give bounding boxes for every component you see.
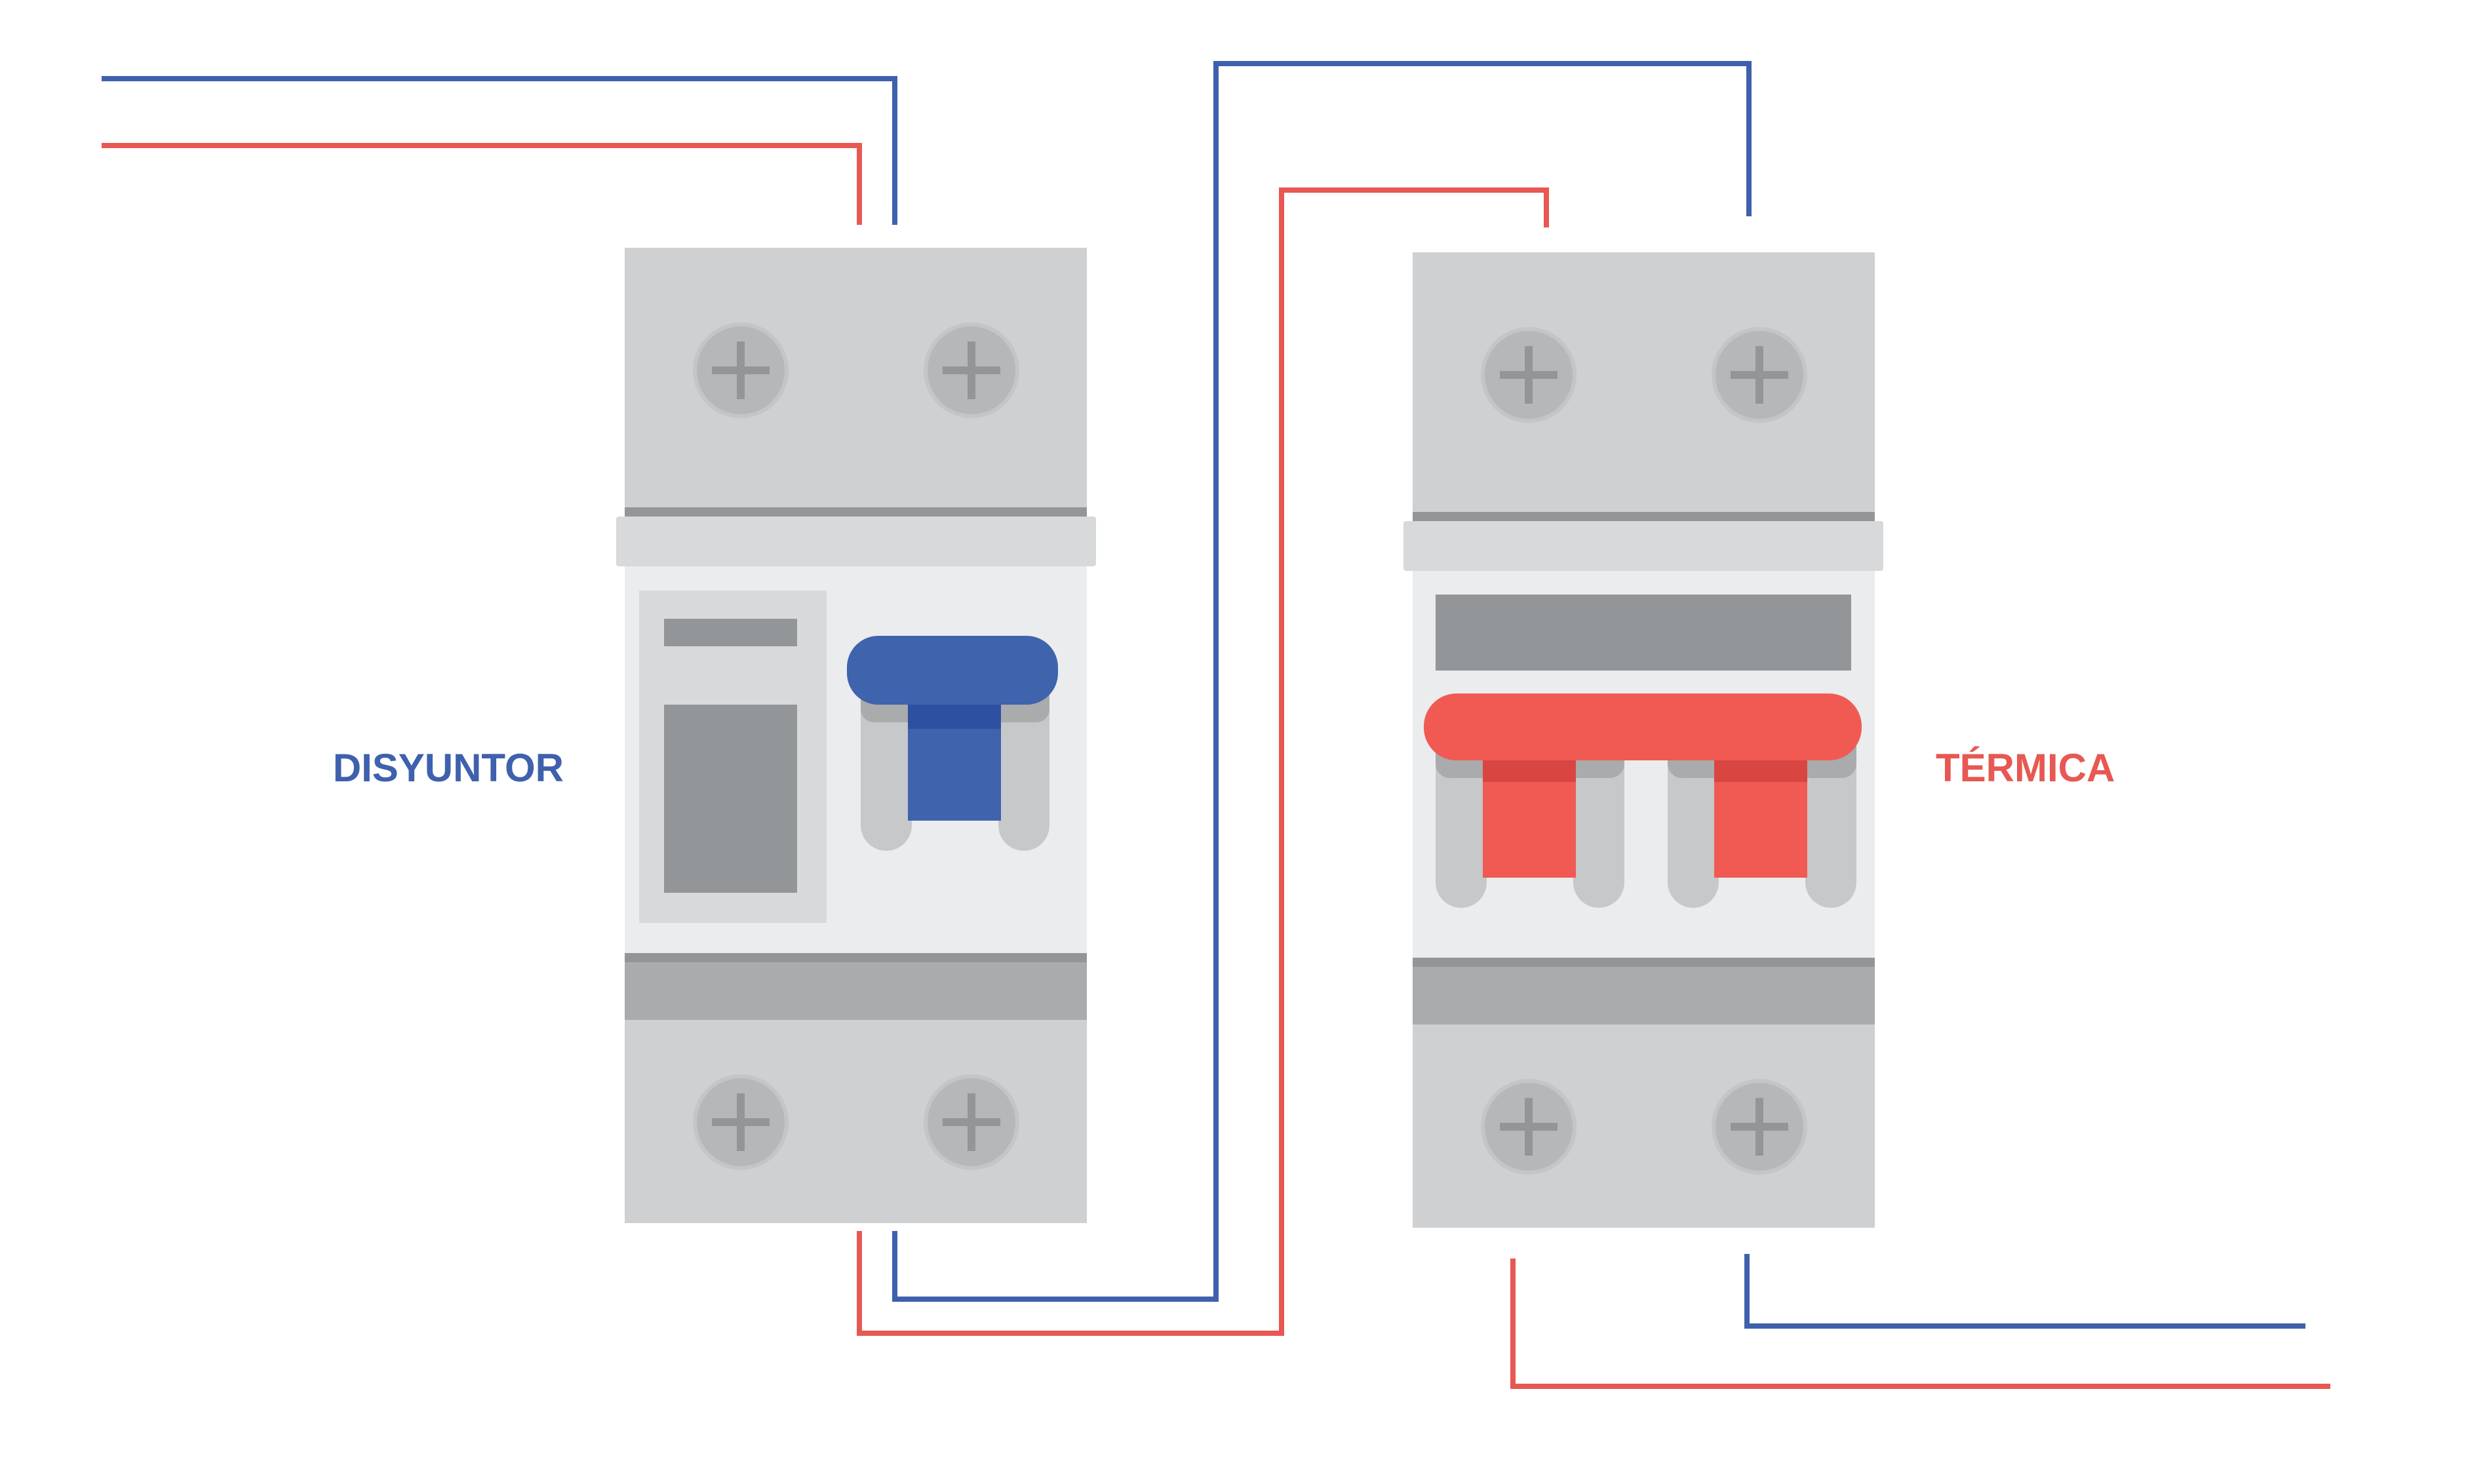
disyuntor-indicator-block	[664, 705, 797, 893]
disyuntor-bottom-strip	[625, 953, 1087, 962]
wire-red-output	[1510, 1259, 2330, 1389]
screw-icon	[1712, 327, 1807, 423]
wire-red-input	[102, 143, 862, 225]
disyuntor-lower-rail	[625, 962, 1087, 1020]
termica-lower-rail	[1413, 967, 1875, 1025]
termica-device	[1403, 252, 1883, 1228]
termica-top-strip	[1413, 512, 1875, 521]
screw-icon	[924, 1074, 1019, 1170]
termica-label: TÉRMICA	[1936, 746, 2115, 790]
termica-label-bar	[1436, 595, 1851, 671]
wire-blue-link	[892, 61, 1752, 1302]
screw-icon	[693, 1074, 789, 1170]
wire-blue-input	[102, 76, 897, 225]
screw-icon	[1481, 327, 1577, 423]
disyuntor-toggle[interactable]	[847, 636, 1058, 851]
wire-red-link	[857, 187, 1549, 1336]
disyuntor-device	[616, 248, 1096, 1223]
screw-icon	[924, 322, 1019, 418]
termica-upper-rail	[1403, 521, 1883, 571]
disyuntor-label: DISYUNTOR	[333, 746, 564, 790]
wire-blue-output	[1744, 1254, 2305, 1329]
termica-toggle[interactable]	[1424, 693, 1862, 908]
screw-icon	[693, 322, 789, 418]
disyuntor-top-strip	[625, 507, 1087, 517]
termica-bottom-strip	[1413, 958, 1875, 967]
screw-icon	[1481, 1079, 1577, 1175]
disyuntor-indicator-bar	[664, 619, 797, 646]
wires	[102, 61, 2330, 1389]
disyuntor-upper-rail	[616, 517, 1096, 566]
screw-icon	[1712, 1079, 1807, 1175]
